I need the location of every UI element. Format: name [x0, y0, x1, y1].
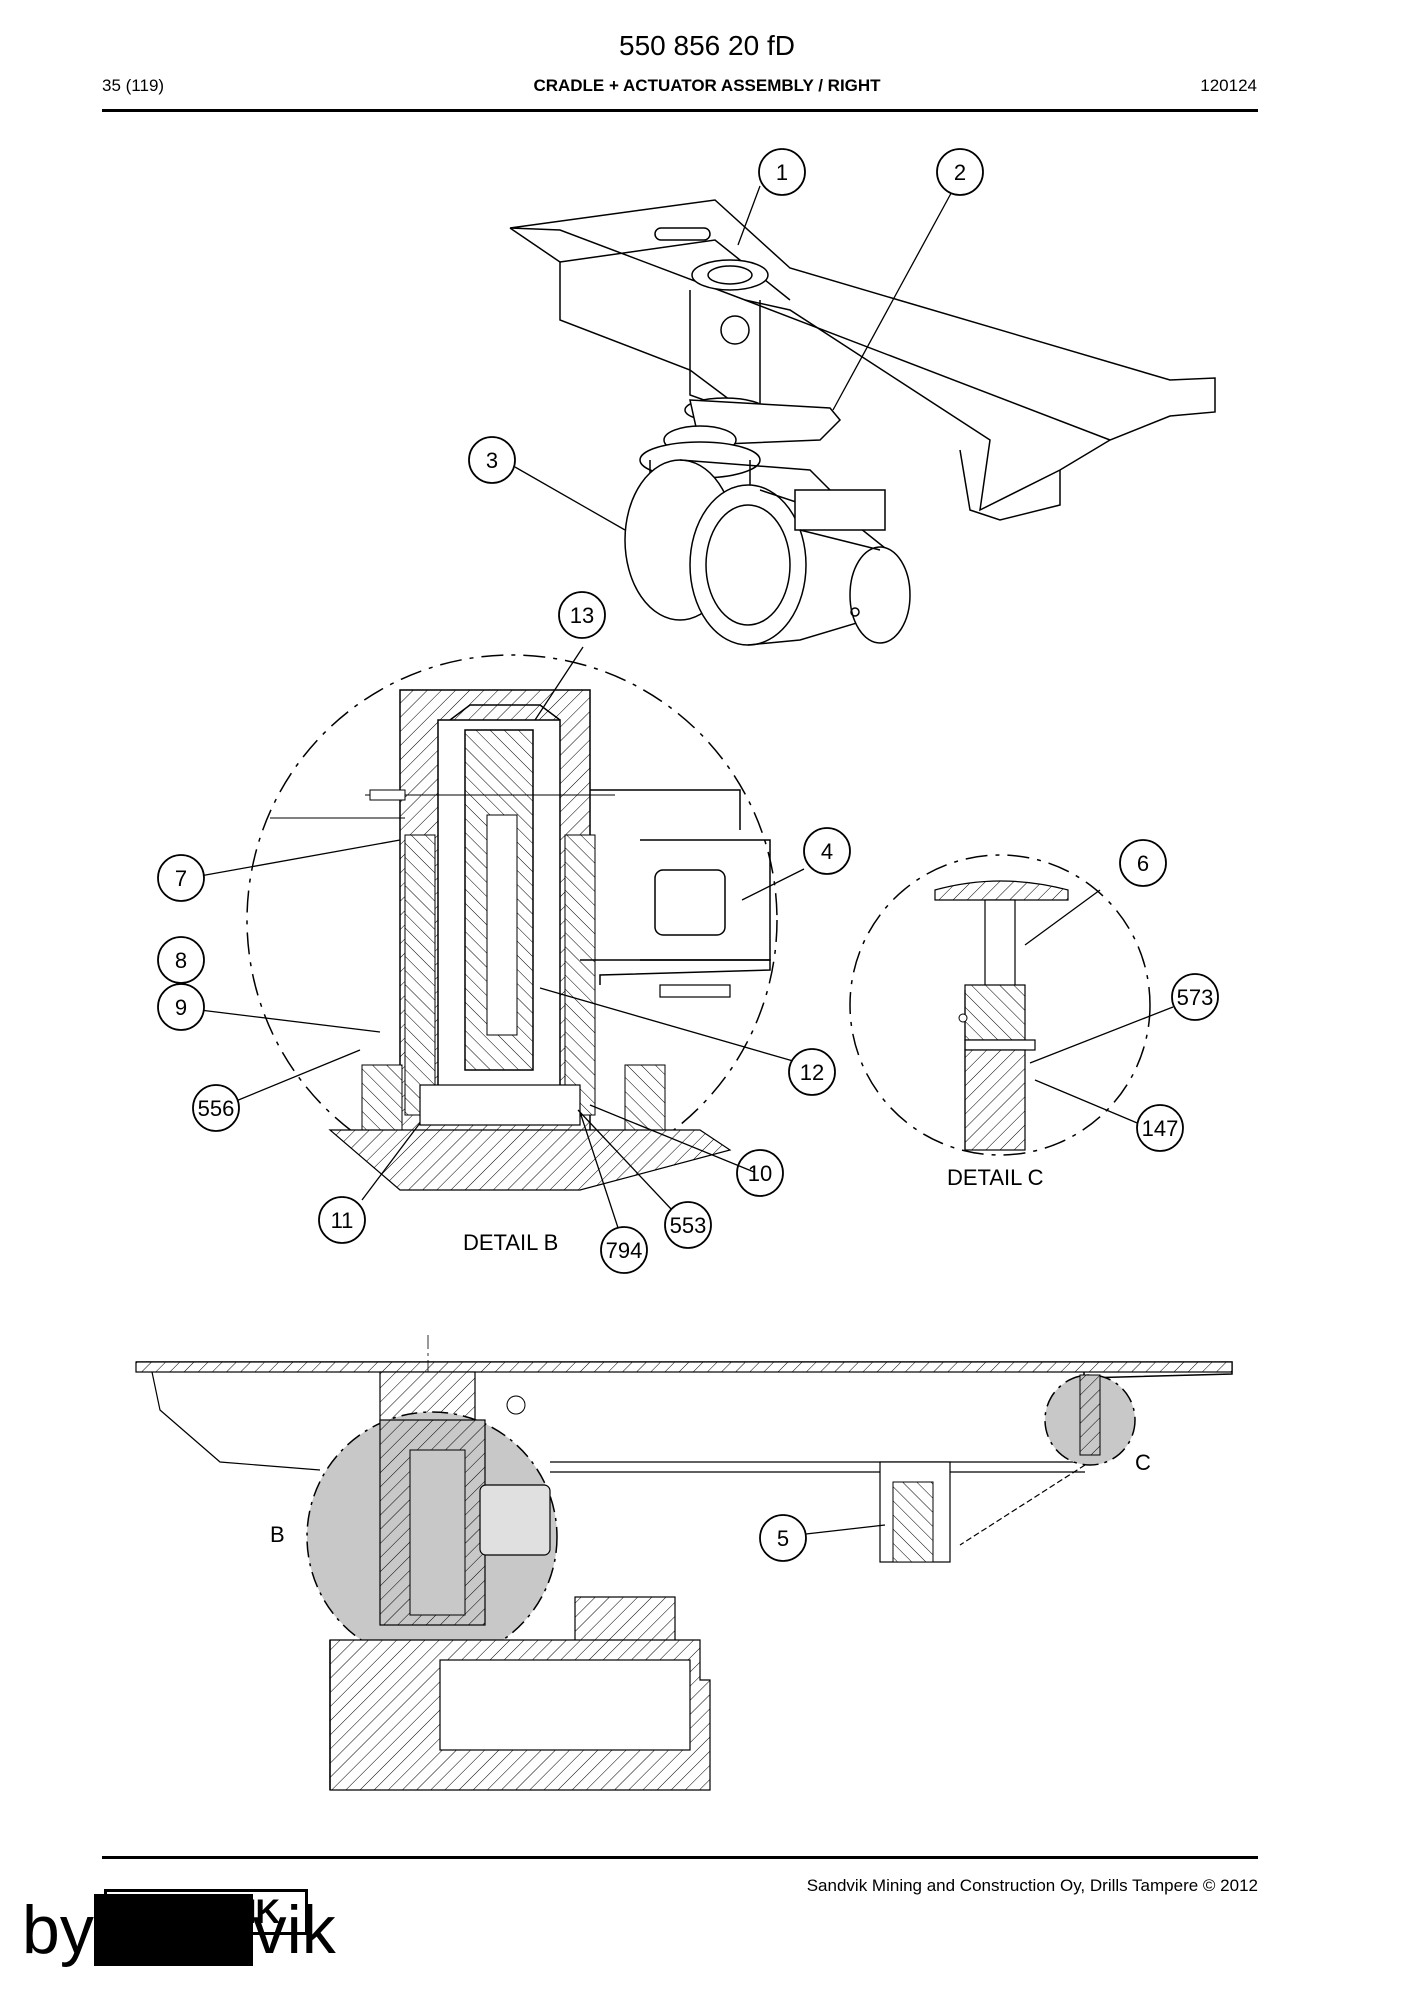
detail-b-label: DETAIL B: [463, 1230, 558, 1255]
watermark-prefix: by: [22, 1892, 94, 1968]
footer-rule: [102, 1856, 1258, 1859]
callout-9: 9: [175, 995, 187, 1020]
leader-lines: [199, 185, 1174, 1535]
detail-b-view: [246, 654, 778, 1191]
watermark: bySandvik: [22, 1894, 336, 1966]
callout-10: 10: [748, 1161, 772, 1186]
view-labels: DETAIL B DETAIL C B C: [270, 1165, 1151, 1547]
assembly-side-view: [135, 1335, 1233, 1791]
isometric-view: [509, 199, 1216, 646]
callout-numbers: 1 2 3 13 4 6 7 8 9 556 12 573 147 11 553…: [175, 160, 1213, 1551]
callout-12: 12: [800, 1060, 824, 1085]
callout-13: 13: [570, 603, 594, 628]
callout-8: 8: [175, 948, 187, 973]
callout-1: 1: [776, 160, 788, 185]
callout-147: 147: [1142, 1116, 1179, 1141]
marker-c: C: [1135, 1450, 1151, 1475]
watermark-suffix: vik: [252, 1892, 336, 1968]
callout-3: 3: [486, 448, 498, 473]
detail-c-view: [849, 854, 1151, 1156]
watermark-redaction: Sand: [93, 1892, 253, 1968]
callout-6: 6: [1137, 851, 1149, 876]
callout-553: 553: [670, 1213, 707, 1238]
callout-circles: [157, 148, 1219, 1562]
callout-573: 573: [1177, 985, 1214, 1010]
callout-10-circle: [736, 1149, 784, 1197]
callout-556: 556: [198, 1096, 235, 1121]
callout-5: 5: [777, 1526, 789, 1551]
document-number: 550 856 20 fD: [619, 30, 795, 61]
marker-b: B: [270, 1522, 285, 1547]
callout-2: 2: [954, 160, 966, 185]
footer-copyright: Sandvik Mining and Construction Oy, Dril…: [806, 1876, 1258, 1895]
sheet-title: CRADLE + ACTUATOR ASSEMBLY / RIGHT: [533, 76, 881, 95]
callout-7: 7: [175, 866, 187, 891]
page-number: 35 (119): [102, 76, 165, 95]
date-code: 120124: [1200, 76, 1257, 95]
header-rule: [102, 109, 1258, 112]
callout-11: 11: [331, 1208, 354, 1233]
detail-c-label: DETAIL C: [947, 1165, 1044, 1190]
callout-4: 4: [821, 839, 833, 864]
callout-794: 794: [606, 1238, 643, 1263]
